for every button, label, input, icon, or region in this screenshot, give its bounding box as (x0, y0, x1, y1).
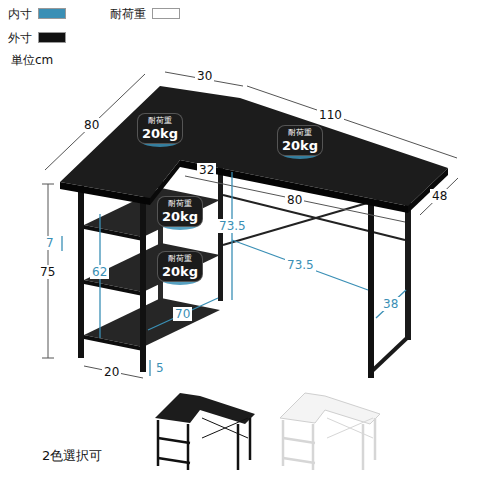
thumb-leg (237, 424, 240, 470)
legend-text: 内寸 (8, 7, 32, 21)
load-value: 20kg (162, 209, 198, 224)
badge-caption: 耐荷重 (282, 128, 318, 138)
dimension-label: 30 (195, 69, 214, 83)
dimension-tick (42, 184, 54, 185)
shelf-edge (84, 335, 143, 351)
inner-dimension-line (231, 172, 232, 300)
shelf-edge (84, 225, 143, 241)
thumb-brace (202, 418, 248, 438)
desktop-edge (60, 182, 150, 205)
badge-caption: 耐荷重 (162, 199, 198, 209)
desk-leg (368, 205, 374, 378)
thumb-shelf (158, 458, 190, 463)
thumb-leg (249, 418, 252, 460)
badge-caption: 耐荷重 (162, 254, 198, 264)
shelf-edge (84, 280, 143, 296)
dimension-line (420, 178, 458, 215)
legend-text: 耐荷重 (110, 7, 146, 21)
desktop (60, 86, 448, 206)
legend-item: 外寸 (8, 30, 66, 46)
thumb-brace (327, 418, 373, 438)
thumb-leg (362, 424, 365, 470)
thumb-brace (202, 418, 248, 438)
dimension-label: 80 (285, 193, 304, 207)
dimension-label: 38 (381, 297, 400, 311)
dimension-label: 62 (90, 265, 109, 279)
legend-swatch (38, 32, 66, 43)
inner-dimension-line (149, 360, 150, 376)
dimension-line (45, 74, 145, 170)
load-badge: 耐荷重20kg (158, 197, 202, 226)
inner-dimension-line (232, 240, 368, 290)
dimension-line (247, 86, 457, 158)
legend-text: 外寸 (8, 31, 32, 45)
dimension-line (84, 366, 143, 378)
legend-swatch (38, 8, 66, 19)
load-value: 20kg (162, 264, 198, 279)
inner-dimension-line (61, 236, 62, 251)
side-bar (371, 337, 408, 372)
load-value: 20kg (282, 138, 318, 153)
side-bar (221, 296, 223, 300)
thumb-shelf (158, 438, 190, 443)
load-badge: 耐荷重20kg (138, 114, 182, 143)
dimension-label: 5 (154, 361, 166, 375)
dimension-label: 75 (38, 265, 57, 279)
load-badge: 耐荷重20kg (158, 252, 202, 281)
desk-leg (78, 186, 84, 358)
legend-swatch (152, 8, 180, 19)
white-desk-thumbnail (280, 393, 380, 470)
dimension-label: 73.5 (217, 219, 248, 233)
badge-caption: 耐荷重 (142, 116, 178, 126)
dimension-label: 7 (44, 236, 56, 250)
dimension-label: 80 (82, 118, 101, 132)
dimension-tick (42, 358, 54, 359)
dimension-line (185, 176, 405, 222)
black-desk-thumbnail (155, 393, 255, 470)
load-badge: 耐荷重20kg (278, 126, 322, 155)
dimension-label: 73.5 (285, 258, 316, 272)
dimension-label: 20 (102, 365, 121, 379)
dimension-label: 32 (197, 163, 216, 177)
legend-item: 耐荷重 (110, 6, 180, 22)
thumb-shelf (283, 458, 315, 463)
desk-leg (140, 198, 146, 372)
inner-dimension-line (148, 298, 218, 330)
thumb-shelf (283, 438, 315, 443)
thumb-brace (327, 418, 373, 438)
load-value: 20kg (142, 126, 178, 141)
desktop-edge (180, 160, 408, 213)
unit-note: 単位cm (9, 53, 55, 67)
dimension-label: 48 (430, 189, 449, 203)
dimension-label: 70 (173, 307, 192, 321)
color-note: 2色選択可 (40, 449, 104, 463)
thumb-leg (374, 418, 377, 460)
inner-dimension-line (376, 290, 406, 318)
legend-item: 内寸 (8, 6, 66, 22)
dimension-label: 110 (317, 108, 344, 122)
